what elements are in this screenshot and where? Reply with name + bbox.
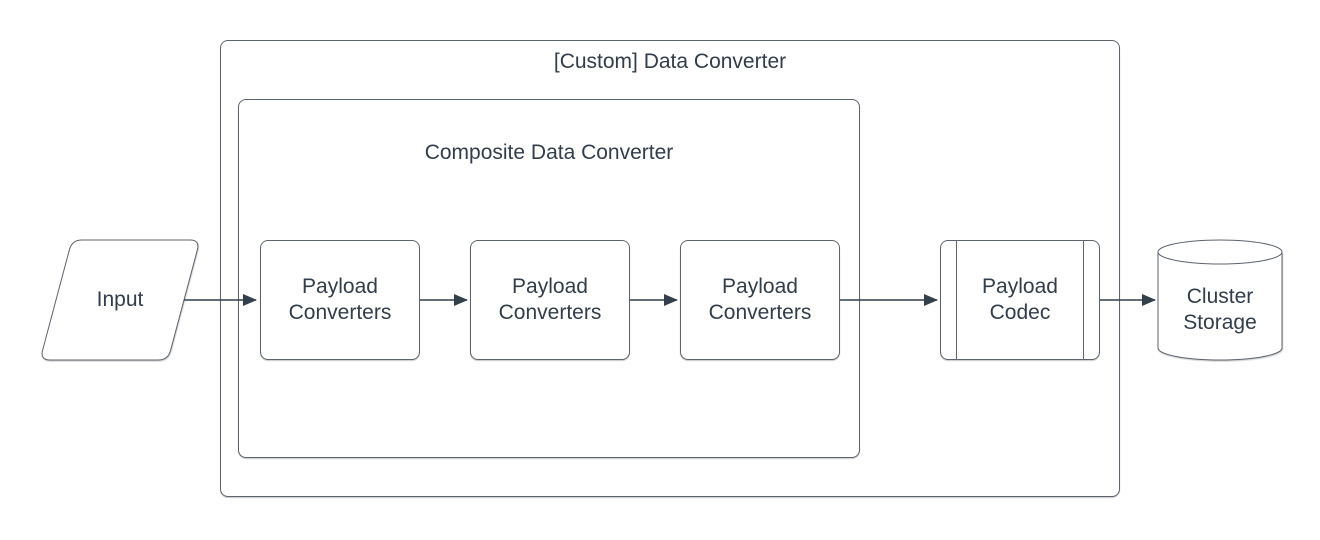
- payload-converters-label-2: Payload Converters: [498, 275, 602, 324]
- payload-converters-node-3: Payload Converters: [680, 240, 840, 360]
- payload-converters-label-1: Payload Converters: [288, 275, 392, 324]
- payload-codec-node: Payload Codec: [940, 240, 1100, 360]
- codec-left-bar: [956, 241, 957, 359]
- inner-group-title: Composite Data Converter: [424, 141, 674, 164]
- payload-codec-label: Payload Codec: [982, 275, 1058, 324]
- codec-right-bar: [1083, 241, 1084, 359]
- payload-converters-label-3: Payload Converters: [708, 275, 812, 324]
- payload-converters-node-1: Payload Converters: [260, 240, 420, 360]
- cluster-storage-label: Cluster Storage: [1183, 285, 1257, 334]
- outer-group-title: [Custom] Data Converter: [553, 50, 787, 73]
- input-label: Input: [96, 288, 144, 311]
- payload-converters-node-2: Payload Converters: [470, 240, 630, 360]
